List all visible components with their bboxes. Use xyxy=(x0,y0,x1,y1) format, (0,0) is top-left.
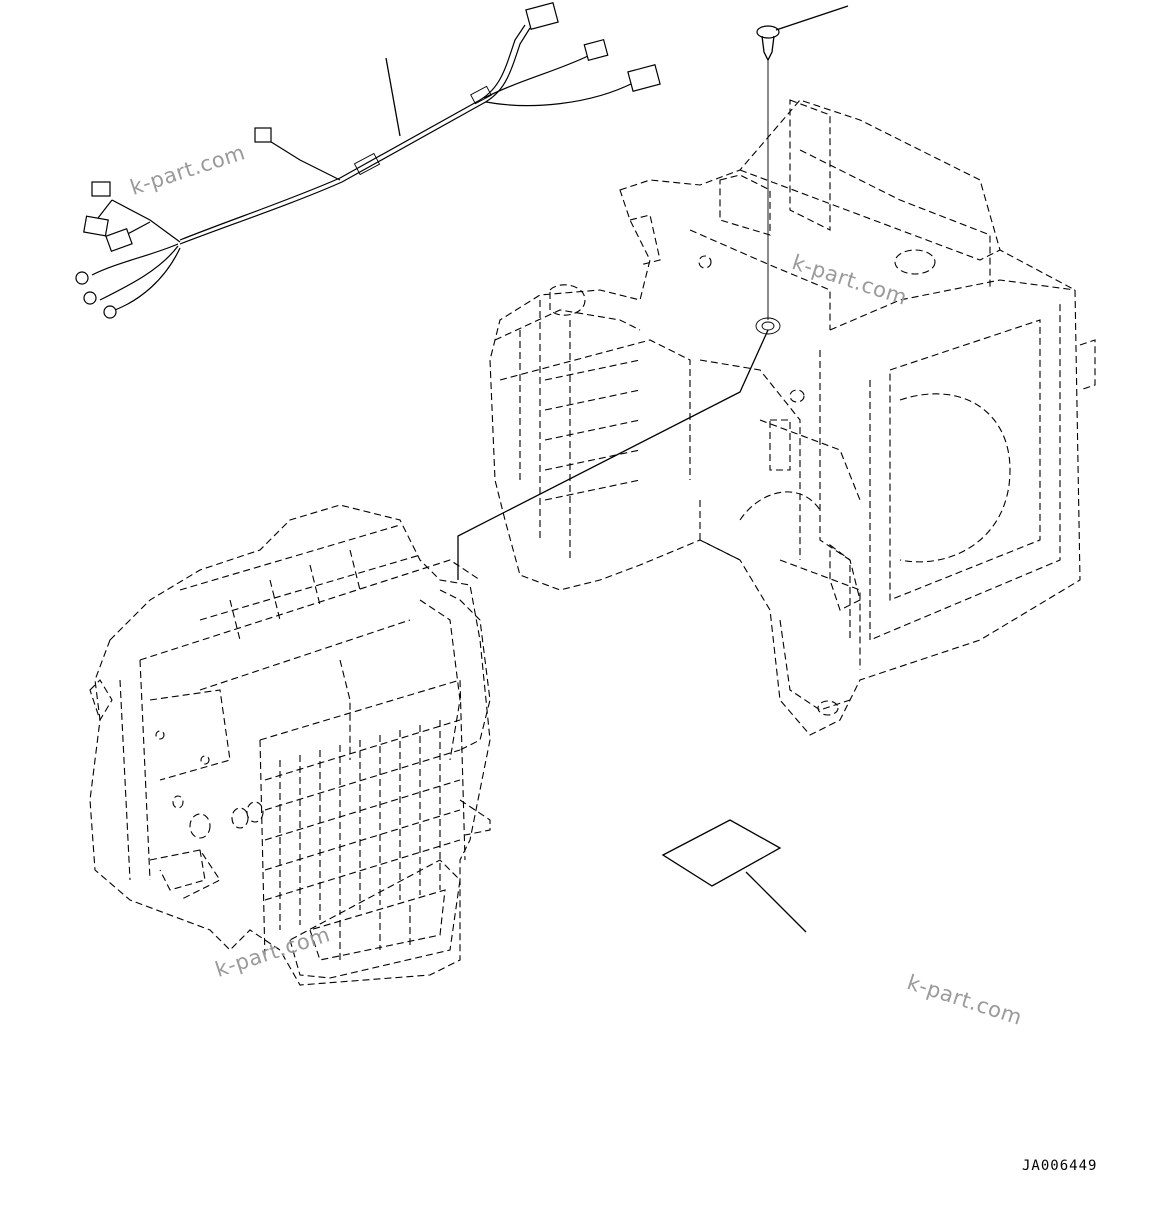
label-leader-line xyxy=(745,871,807,933)
heater-unit[interactable] xyxy=(89,504,491,986)
drawing-code: JA006449 xyxy=(1022,1158,1098,1174)
harness-leader-line xyxy=(385,57,401,137)
label-sheet[interactable] xyxy=(661,819,782,887)
screw-leader-line xyxy=(775,5,849,31)
wire-harness[interactable] xyxy=(75,1,661,319)
air-conditioner-unit[interactable] xyxy=(489,99,1096,736)
screw-clip[interactable] xyxy=(756,25,780,320)
unit-connection-line xyxy=(457,329,769,580)
